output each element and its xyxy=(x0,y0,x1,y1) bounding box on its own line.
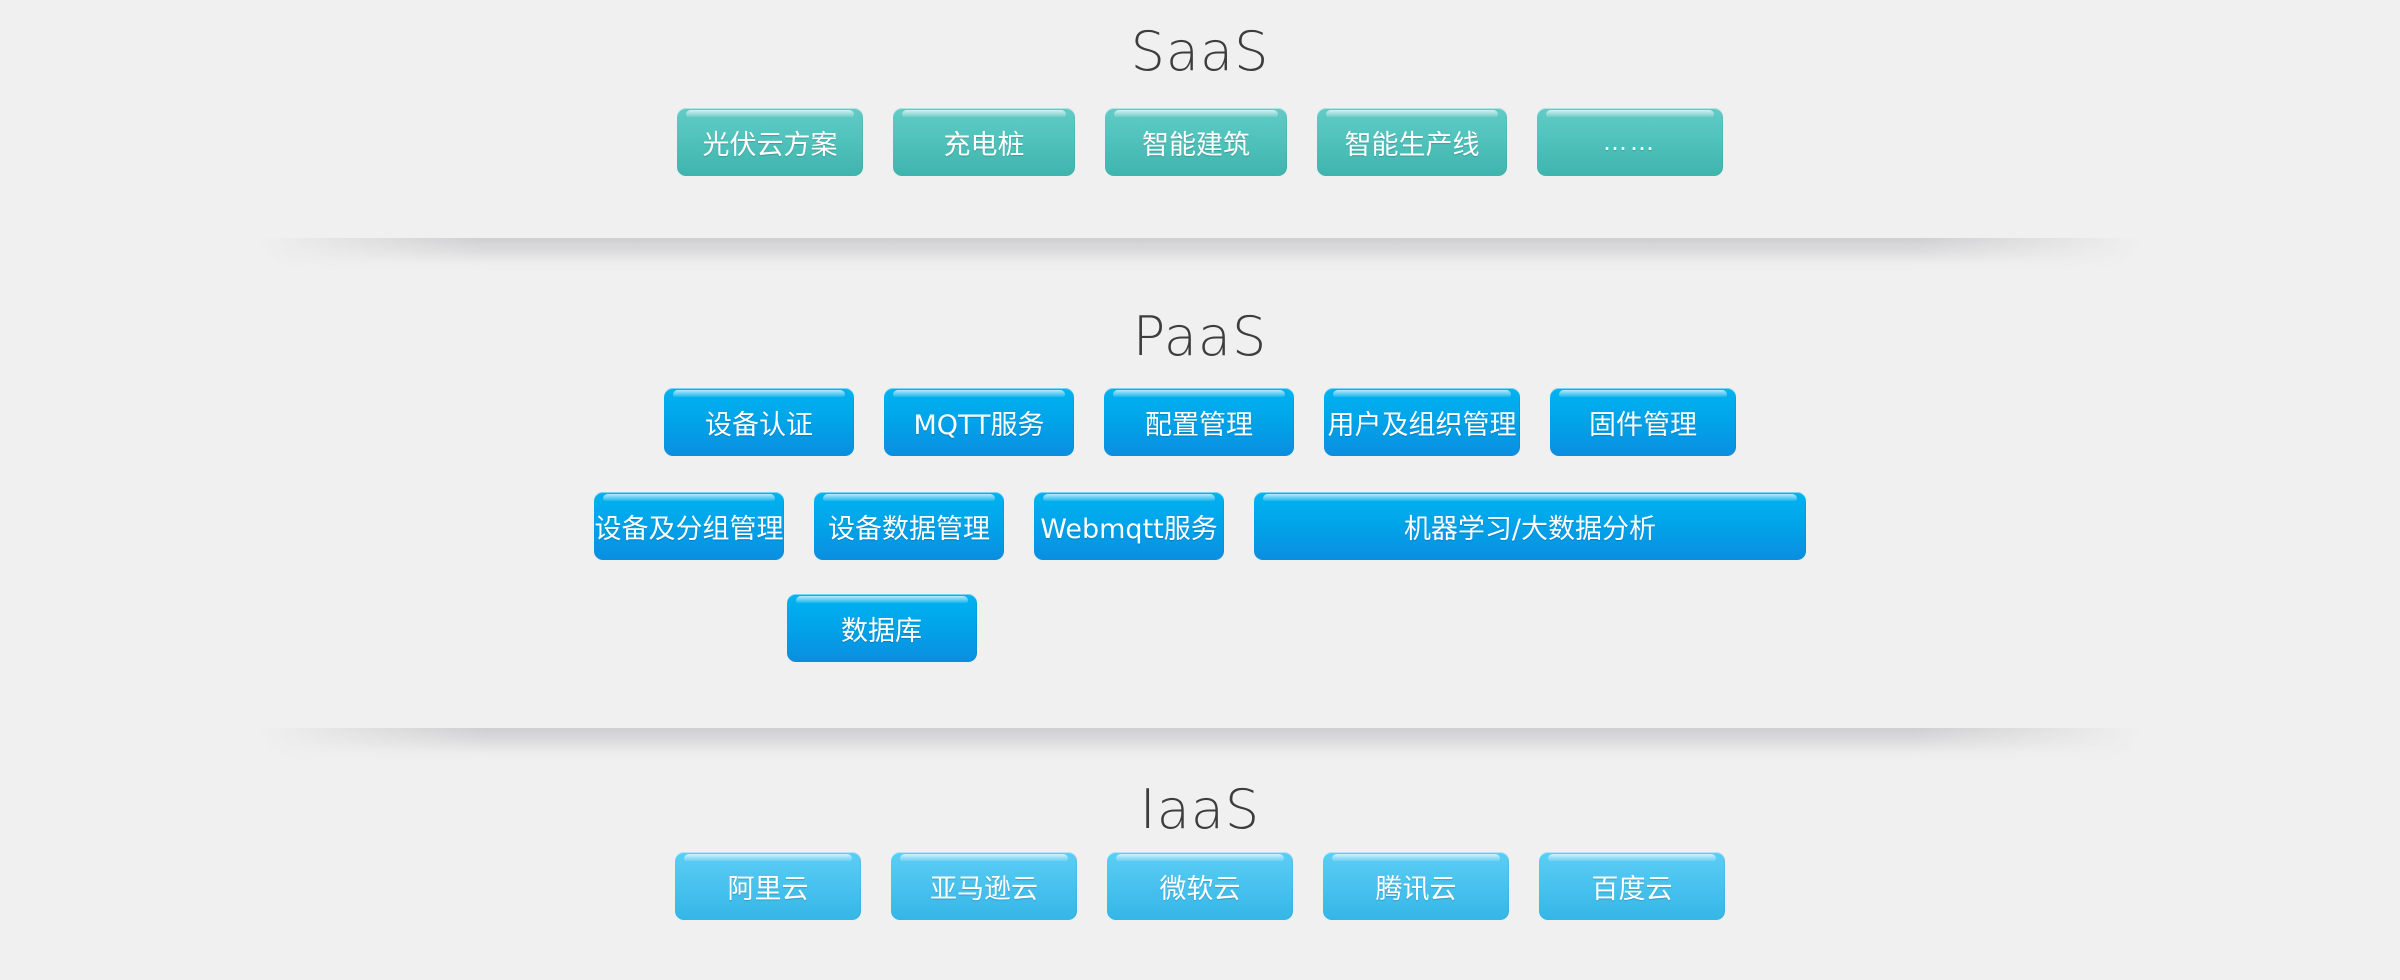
chip-label: 设备及分组管理 xyxy=(594,513,784,545)
chip-label: MQTT服务 xyxy=(913,409,1045,441)
chip-label: 智能生产线 xyxy=(1344,129,1480,161)
chip-label: 用户及组织管理 xyxy=(1327,409,1517,441)
chip-label: 微软云 xyxy=(1159,873,1241,905)
section-title-iaas: IaaS xyxy=(1139,778,1261,841)
paas-chip-configuration-management[interactable]: 配置管理 xyxy=(1104,388,1298,470)
chip-label: 固件管理 xyxy=(1589,409,1697,441)
chip-label: Webmqtt服务 xyxy=(1040,513,1218,545)
chip-label: 机器学习/大数据分析 xyxy=(1403,513,1657,545)
chip-gloss-icon xyxy=(1546,110,1714,117)
chip-gloss-icon xyxy=(900,854,1068,861)
section-divider-saas-paas xyxy=(260,238,2140,272)
chip-label: 腾讯云 xyxy=(1375,873,1457,905)
chip-label: …… xyxy=(1603,128,1657,156)
paas-chip-user-and-org-management[interactable]: 用户及组织管理 xyxy=(1324,388,1524,470)
saas-chip-more-ellipsis[interactable]: …… xyxy=(1537,108,1727,190)
paas-chip-row-2: 设备及分组管理 设备数据管理 Webmqtt服务 机器学习/大数据分析 xyxy=(0,492,2400,574)
paas-chip-mqtt-service[interactable]: MQTT服务 xyxy=(884,388,1078,470)
paas-chip-machine-learning-big-data[interactable]: 机器学习/大数据分析 xyxy=(1254,492,1810,574)
iaas-chip-alibaba-cloud[interactable]: 阿里云 xyxy=(675,852,865,934)
chip-label: 充电桩 xyxy=(943,129,1025,161)
paas-chip-row-1: 设备认证 MQTT服务 配置管理 用户及组织管理 固件管理 xyxy=(0,388,2400,470)
section-title-paas: PaaS xyxy=(1132,305,1268,368)
iaas-chip-row: 阿里云 亚马逊云 微软云 腾讯云 百度云 xyxy=(0,852,2400,934)
chip-gloss-icon xyxy=(1113,390,1285,397)
chip-gloss-icon xyxy=(1043,494,1215,501)
iaas-chip-amazon-cloud[interactable]: 亚马逊云 xyxy=(891,852,1081,934)
paas-chip-database[interactable]: 数据库 xyxy=(786,594,981,676)
chip-gloss-icon xyxy=(603,494,775,501)
iaas-chip-microsoft-cloud[interactable]: 微软云 xyxy=(1107,852,1297,934)
chip-gloss-icon xyxy=(1114,110,1278,117)
saas-chip-charging-pile[interactable]: 充电桩 xyxy=(893,108,1079,190)
chip-label: 亚马逊云 xyxy=(930,873,1038,905)
paas-chip-device-data-management[interactable]: 设备数据管理 xyxy=(814,492,1008,574)
chip-gloss-icon xyxy=(1116,854,1284,861)
paas-chip-row-3: 数据库 xyxy=(0,594,2400,676)
chip-gloss-icon xyxy=(1548,854,1716,861)
chip-gloss-icon xyxy=(1332,854,1500,861)
chip-gloss-icon xyxy=(795,596,968,603)
chip-label: 设备数据管理 xyxy=(828,513,990,545)
chip-label: 百度云 xyxy=(1591,873,1673,905)
paas-chip-firmware-management[interactable]: 固件管理 xyxy=(1550,388,1740,470)
chip-label: 阿里云 xyxy=(727,873,809,905)
chip-gloss-icon xyxy=(1333,390,1511,397)
paas-chip-webmqtt-service[interactable]: Webmqtt服务 xyxy=(1034,492,1228,574)
saas-chip-smart-production-line[interactable]: 智能生产线 xyxy=(1317,108,1511,190)
chip-label: 智能建筑 xyxy=(1142,129,1250,161)
chip-gloss-icon xyxy=(673,390,845,397)
chip-gloss-icon xyxy=(893,390,1065,397)
iaas-chip-baidu-cloud[interactable]: 百度云 xyxy=(1539,852,1729,934)
chip-gloss-icon xyxy=(902,110,1066,117)
chip-gloss-icon xyxy=(823,494,995,501)
saas-chip-smart-building[interactable]: 智能建筑 xyxy=(1105,108,1291,190)
chip-gloss-icon xyxy=(686,110,854,117)
saas-chip-row: 光伏云方案 充电桩 智能建筑 智能生产线 …… xyxy=(0,108,2400,190)
chip-gloss-icon xyxy=(684,854,852,861)
paas-chip-device-authentication[interactable]: 设备认证 xyxy=(664,388,858,470)
chip-label: 数据库 xyxy=(841,615,922,647)
chip-gloss-icon xyxy=(1326,110,1498,117)
saas-chip-photovoltaic-cloud[interactable]: 光伏云方案 xyxy=(677,108,867,190)
chip-label: 设备认证 xyxy=(705,409,813,441)
paas-chip-device-and-group-management[interactable]: 设备及分组管理 xyxy=(594,492,788,574)
chip-gloss-icon xyxy=(1263,494,1797,501)
section-divider-paas-iaas xyxy=(260,728,2140,762)
chip-label: 光伏云方案 xyxy=(702,129,838,161)
chip-label: 配置管理 xyxy=(1145,409,1253,441)
iaas-chip-tencent-cloud[interactable]: 腾讯云 xyxy=(1323,852,1513,934)
chip-gloss-icon xyxy=(1559,390,1727,397)
section-title-saas: SaaS xyxy=(1130,20,1270,83)
